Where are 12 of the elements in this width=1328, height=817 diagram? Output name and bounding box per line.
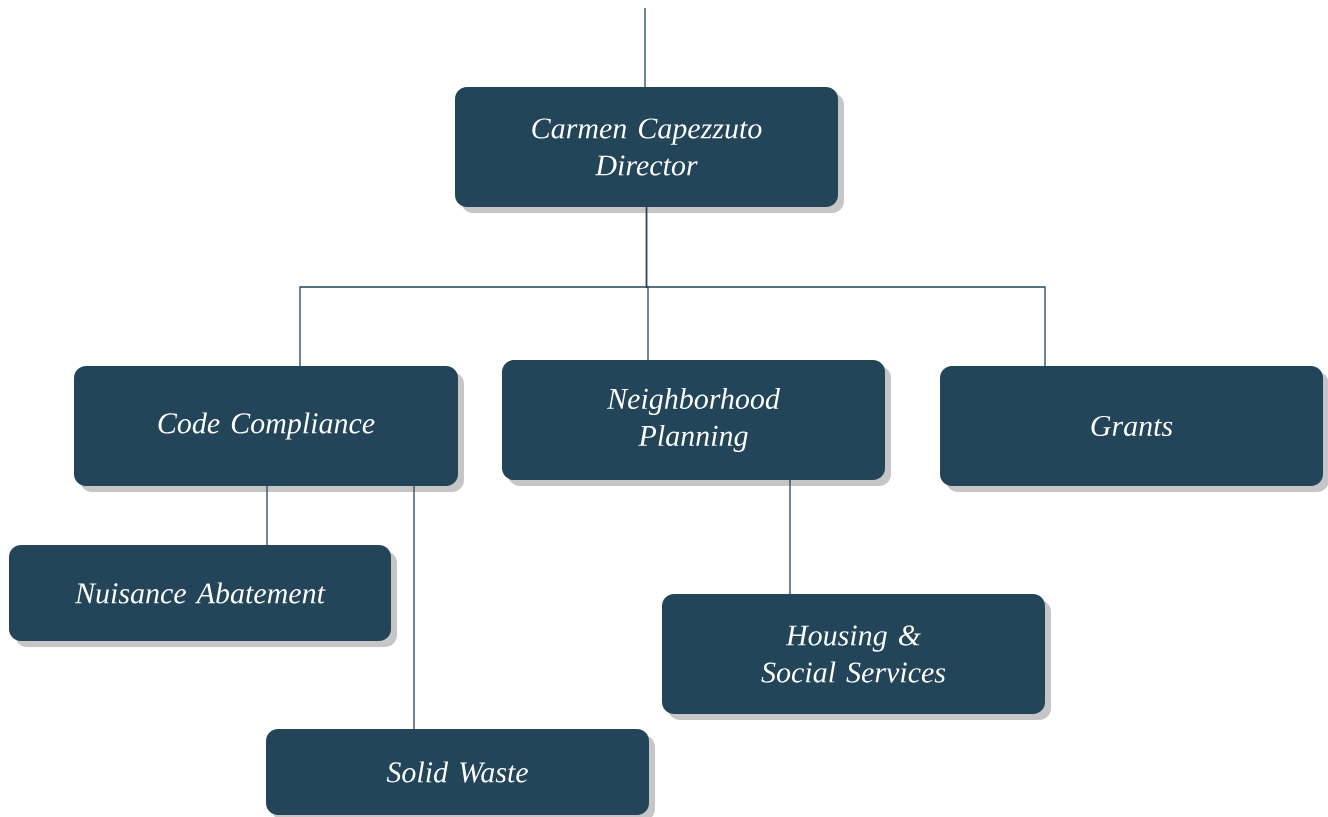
connector-line (789, 479, 791, 595)
connector-line (644, 7, 646, 88)
connector-line (413, 485, 415, 730)
org-box: Code Compliance (74, 366, 464, 492)
connector-line (266, 485, 268, 546)
org-box: Neighborhood Planning (502, 360, 891, 486)
org-box: Solid Waste (266, 729, 655, 817)
org-box: Nuisance Abatement (9, 545, 397, 647)
connector-line (645, 206, 1046, 367)
org-box: Grants (940, 366, 1328, 492)
org-box: Carmen Capezzuto Director (455, 87, 844, 213)
org-box: Housing & Social Services (662, 594, 1051, 720)
